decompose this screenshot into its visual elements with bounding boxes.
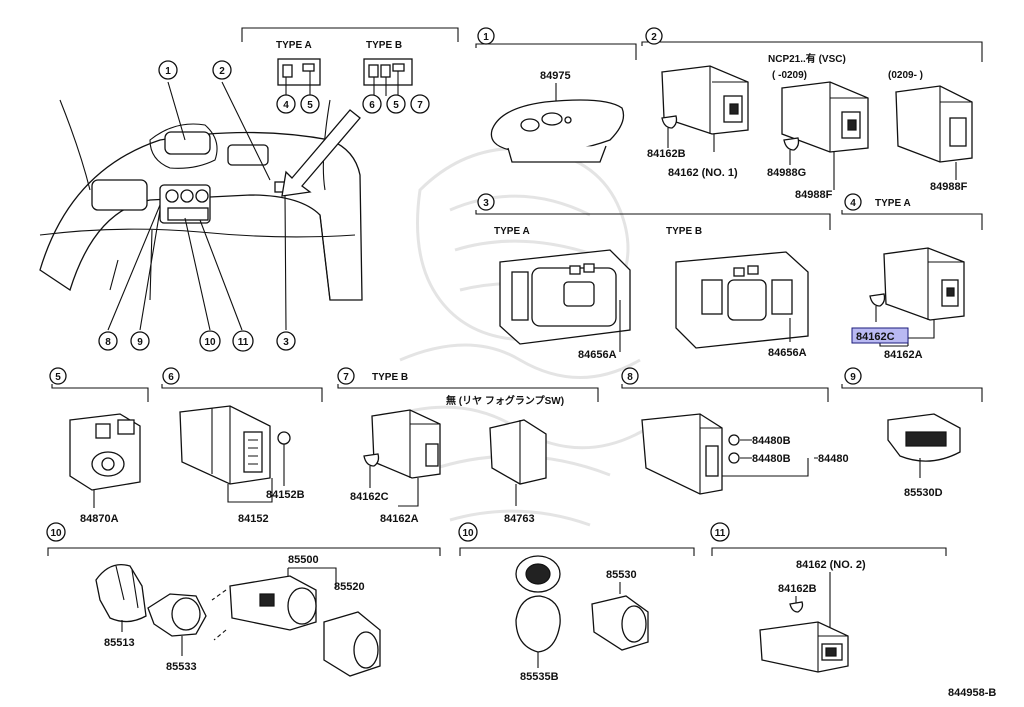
- section-3-type-a: TYPE A: [494, 226, 530, 237]
- part-84162B-s11[interactable]: 84162B: [778, 583, 817, 595]
- section-10b-ref: 10: [462, 528, 474, 539]
- section-4-ref: 4: [850, 198, 856, 209]
- callout-2: 2: [219, 66, 225, 77]
- part-84480B-b[interactable]: 84480B: [752, 453, 791, 465]
- part-84162C-s7[interactable]: 84162C: [350, 491, 389, 503]
- section-7-type: TYPE B: [372, 372, 408, 383]
- section-3-type-b: TYPE B: [666, 226, 702, 237]
- callout-9: 9: [137, 337, 143, 348]
- overview-type-b-label: TYPE B: [366, 40, 402, 51]
- section-10a-ref: 10: [50, 528, 62, 539]
- part-84162B-s2[interactable]: 84162B: [647, 148, 686, 160]
- part-85535B[interactable]: 85535B: [520, 671, 559, 683]
- section-1-ref: 1: [483, 32, 489, 43]
- part-84988G[interactable]: 84988G: [767, 167, 806, 179]
- section-11: 11 84162 (NO. 2) 84162B: [710, 522, 947, 673]
- part-84480[interactable]: 84480: [818, 453, 849, 465]
- part-84656A-b[interactable]: 84656A: [768, 347, 807, 359]
- section-11-ref: 11: [715, 528, 726, 539]
- dashboard-overview: TYPE A TYPE B 1 2 3 4: [39, 27, 459, 352]
- part-84152B[interactable]: 84152B: [266, 489, 305, 501]
- part-84152[interactable]: 84152: [238, 513, 269, 525]
- part-84988F-a[interactable]: 84988F: [795, 189, 833, 201]
- section-9-ref: 9: [850, 372, 856, 383]
- section-1: 1 84975: [475, 27, 637, 163]
- part-85500[interactable]: 85500: [288, 554, 319, 566]
- callout-5b: 5: [393, 100, 399, 111]
- callout-5a: 5: [307, 100, 313, 111]
- part-84763[interactable]: 84763: [504, 513, 535, 525]
- section-5-ref: 5: [55, 372, 61, 383]
- overview-callouts: 1 2 3 4 5 6 5 7 8 9 10 11: [98, 60, 430, 352]
- overview-type-a-label: TYPE A: [276, 40, 312, 51]
- part-84975[interactable]: 84975: [540, 70, 571, 82]
- section-8-ref: 8: [627, 372, 633, 383]
- section-8: 8 84480B 84480B 84480: [621, 367, 849, 495]
- section-3-ref: 3: [483, 198, 489, 209]
- section-2-range-1: ( -0209): [772, 70, 807, 81]
- section-4-type: TYPE A: [875, 198, 911, 209]
- section-2-note: NCP21..有 (VSC): [768, 52, 846, 65]
- section-4: 4 TYPE A 84162C 84162A: [841, 193, 983, 361]
- callout-11: 11: [238, 337, 249, 348]
- part-84162A-s7[interactable]: 84162A: [380, 513, 419, 525]
- section-5: 5 84870A: [49, 367, 149, 525]
- part-84162-no1[interactable]: 84162 (NO. 1): [668, 167, 738, 179]
- part-84162A-s4[interactable]: 84162A: [884, 349, 923, 361]
- part-85533[interactable]: 85533: [166, 661, 197, 673]
- callout-8: 8: [105, 337, 111, 348]
- part-84988F-b[interactable]: 84988F: [930, 181, 968, 193]
- callout-10: 10: [204, 337, 216, 348]
- section-2-ref: 2: [651, 32, 657, 43]
- section-7-ref: 7: [343, 372, 349, 383]
- section-2: 2 NCP21..有 (VSC) ( -0209) (0209- ) 84162…: [641, 27, 983, 201]
- callout-3: 3: [283, 337, 289, 348]
- callout-7: 7: [417, 100, 423, 111]
- part-85530D[interactable]: 85530D: [904, 487, 943, 499]
- part-85520[interactable]: 85520: [334, 581, 365, 593]
- part-84162-no2[interactable]: 84162 (NO. 2): [796, 559, 866, 571]
- part-85530[interactable]: 85530: [606, 569, 637, 581]
- part-84162C-highlighted[interactable]: 84162C: [856, 331, 895, 343]
- callout-4: 4: [283, 100, 289, 111]
- section-2-range-2: (0209- ): [888, 70, 923, 81]
- section-7: 7 TYPE B 無 (リヤ フォグランプSW) 84162C 84162A 8…: [337, 367, 599, 525]
- section-10a: 10 85500 85520 85513 85533: [46, 522, 441, 677]
- section-7-note: 無 (リヤ フォグランプSW): [446, 394, 564, 407]
- section-10b: 10 85530 85535B: [458, 522, 695, 683]
- callout-6: 6: [369, 100, 375, 111]
- section-3: 3 TYPE A TYPE B 84656A 84656A: [475, 193, 831, 361]
- part-84480B-a[interactable]: 84480B: [752, 435, 791, 447]
- section-6: 6 84152B 84152: [161, 367, 323, 525]
- diagram-code: 844958-B: [948, 687, 996, 699]
- section-6-ref: 6: [168, 372, 174, 383]
- callout-1: 1: [165, 66, 171, 77]
- part-85513[interactable]: 85513: [104, 637, 135, 649]
- part-84870A[interactable]: 84870A: [80, 513, 119, 525]
- section-9: 9 85530D: [841, 367, 983, 499]
- part-84656A-a[interactable]: 84656A: [578, 349, 617, 361]
